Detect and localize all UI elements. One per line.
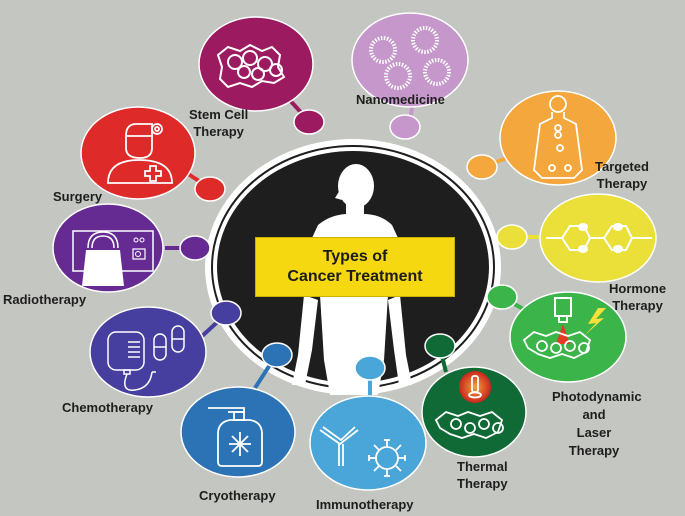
laser-cells-icon xyxy=(522,297,606,359)
label-immunotherapy: Immunotherapy xyxy=(316,496,414,513)
surgeon-icon xyxy=(107,123,173,184)
treatment-hormone[interactable] xyxy=(539,193,657,283)
label-radiotherapy: Radiotherapy xyxy=(3,291,86,308)
label-line: Radiotherapy xyxy=(3,292,87,307)
connector-immunotherapy xyxy=(354,355,386,400)
label-line: Targeted xyxy=(595,159,649,174)
cells-cluster-icon xyxy=(216,43,286,89)
label-line: Therapy xyxy=(596,176,648,191)
connector-targeted xyxy=(466,154,511,180)
label-stem-cell: Stem Cell Therapy xyxy=(189,106,248,140)
connector-hormone xyxy=(496,224,545,250)
title-line-1: Types of xyxy=(322,248,388,265)
treatment-thermal[interactable] xyxy=(421,366,527,458)
connector-cryotherapy xyxy=(253,342,293,390)
label-line: Immunotherapy xyxy=(316,497,414,512)
connector-thermal xyxy=(424,333,456,373)
body-target-icon xyxy=(533,95,583,179)
connector-radiotherapy xyxy=(165,235,211,261)
label-thermal: Thermal Therapy xyxy=(457,458,508,492)
treatment-chemotherapy[interactable] xyxy=(89,306,207,398)
label-line: Cryotherapy xyxy=(199,488,276,503)
label-nanomedicine: Nanomedicine xyxy=(356,91,445,108)
treatment-radiotherapy[interactable] xyxy=(52,203,164,293)
nanoparticles-icon xyxy=(369,26,451,90)
label-line: Therapy xyxy=(457,476,508,491)
label-line: Therapy xyxy=(568,443,620,458)
treatment-nanomedicine[interactable] xyxy=(351,12,469,108)
connector-photodynamic xyxy=(486,284,526,312)
label-line: Surgery xyxy=(53,189,103,204)
label-line: Therapy xyxy=(193,124,244,139)
human-silhouette-icon xyxy=(292,164,412,395)
treatment-targeted[interactable] xyxy=(499,90,617,186)
diagram-title: Types of Cancer Treatment xyxy=(255,237,455,297)
antibody-virus-icon xyxy=(319,426,406,477)
label-line: Photodynamic xyxy=(552,389,642,404)
label-line: Hormone xyxy=(609,281,667,296)
connector-chemotherapy xyxy=(198,300,242,340)
treatment-immunotherapy[interactable] xyxy=(309,395,427,491)
freeze-spray-icon xyxy=(208,407,263,467)
connector-surgery xyxy=(183,170,226,202)
label-photodynamic: Photodynamic and Laser Therapy xyxy=(552,388,642,460)
label-line: Stem Cell xyxy=(189,107,249,122)
treatment-cryotherapy[interactable] xyxy=(180,386,296,478)
label-targeted: Targeted Therapy xyxy=(595,158,649,192)
treatment-surgery[interactable] xyxy=(80,106,196,200)
label-line: Laser xyxy=(576,425,612,440)
treatment-stem-cell[interactable] xyxy=(198,16,314,112)
iv-bag-pills-icon xyxy=(107,325,185,391)
label-hormone: Hormone Therapy xyxy=(609,280,666,314)
label-line: and xyxy=(582,407,606,422)
label-surgery: Surgery xyxy=(53,188,102,205)
label-line: Chemotherapy xyxy=(62,400,154,415)
heat-probe-icon xyxy=(434,371,504,439)
label-cryotherapy: Cryotherapy xyxy=(199,487,276,504)
label-line: Therapy xyxy=(612,298,663,313)
treatment-photodynamic[interactable] xyxy=(509,291,627,383)
title-line-2: Cancer Treatment xyxy=(287,268,423,285)
radiation-machine-icon xyxy=(72,230,154,286)
label-line: Thermal xyxy=(457,459,508,474)
label-line: Nanomedicine xyxy=(356,92,445,107)
label-chemotherapy: Chemotherapy xyxy=(62,399,153,416)
